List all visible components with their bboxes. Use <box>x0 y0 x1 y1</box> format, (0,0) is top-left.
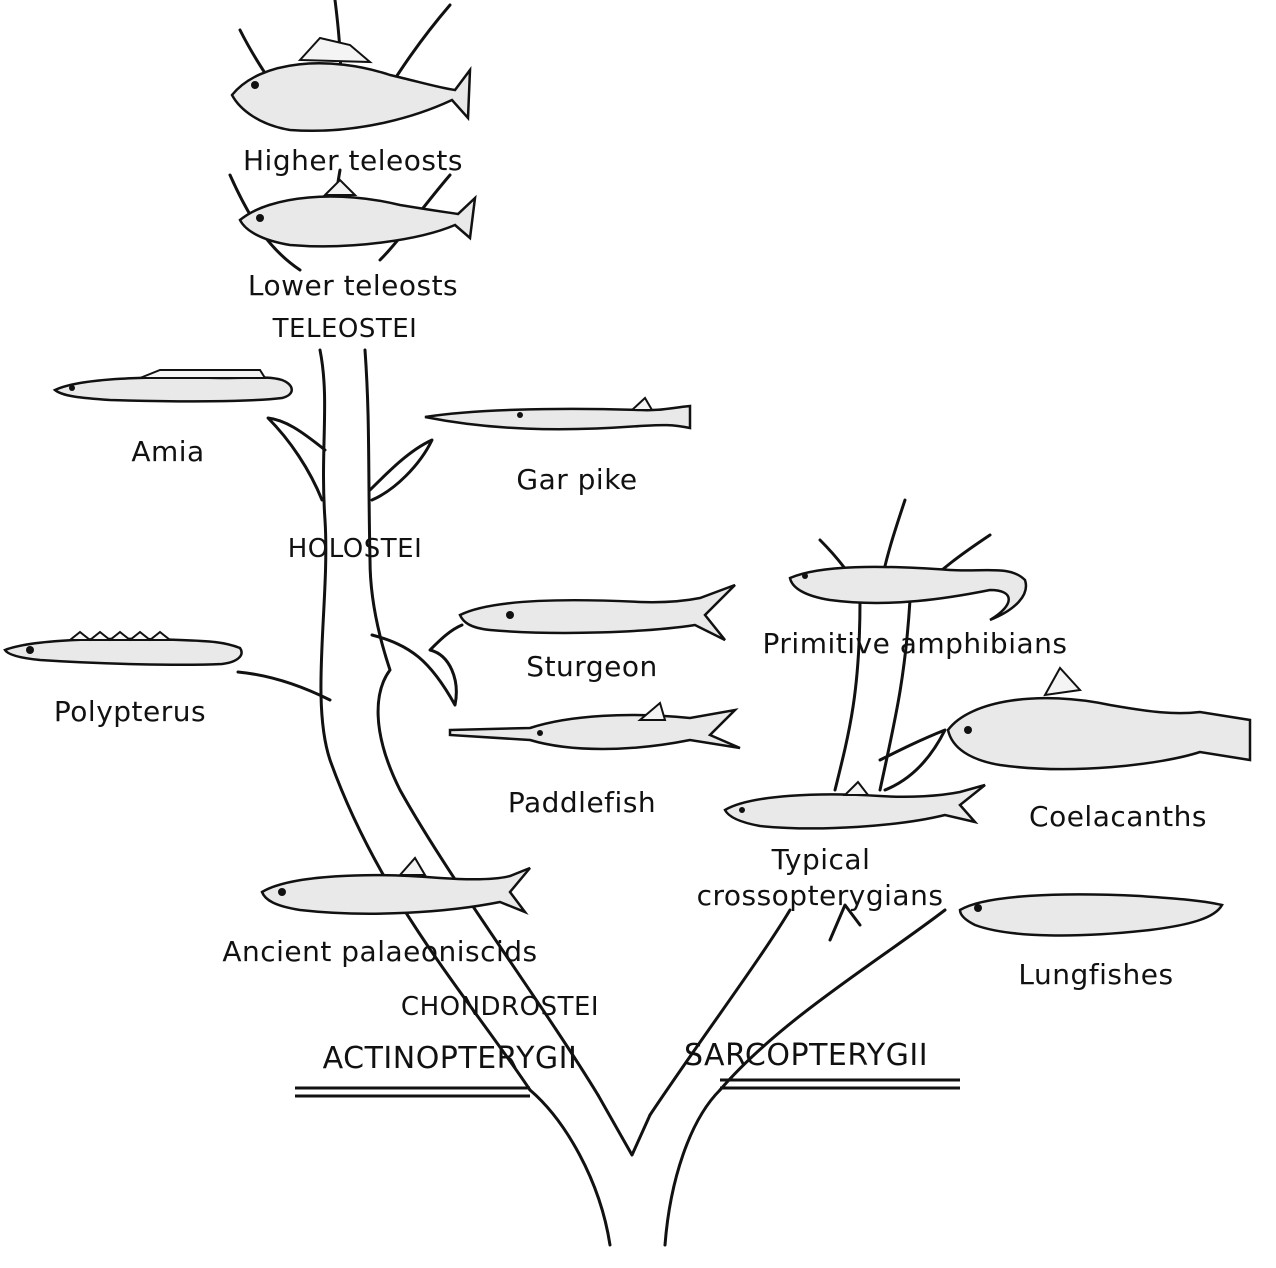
gar-pike-branch <box>368 438 434 502</box>
lower-teleost-fish-icon <box>238 178 477 248</box>
label-gar-pike: Gar pike <box>516 463 638 496</box>
amia-branch <box>266 416 327 502</box>
lungfish-fish-icon <box>958 893 1224 937</box>
label-lungfishes: Lungfishes <box>1018 958 1174 991</box>
label-chondrostei: CHONDROSTEI <box>400 992 600 1022</box>
label-holostei: HOLOSTEI <box>287 534 423 564</box>
sarcopterygii-inner-trunk <box>718 908 947 1092</box>
lungfish-branch <box>828 903 862 942</box>
sturgeon-branch <box>370 623 464 707</box>
tree-base-right-branch <box>663 1088 722 1247</box>
label-teleostei: TELEOSTEI <box>272 314 418 344</box>
label-polypterus: Polypterus <box>53 695 207 728</box>
sturgeon-fish-icon <box>458 583 736 642</box>
sarcopterygii-underline <box>720 1078 960 1090</box>
crossopterygian-fish-icon <box>723 780 986 830</box>
amphibian-stem <box>833 598 912 792</box>
label-primitive-amphibians: Primitive amphibians <box>762 627 1068 660</box>
tree-base-left-branch <box>528 1088 612 1247</box>
polypterus-fish-icon <box>3 630 243 667</box>
label-ancient-palaeoniscids: Ancient palaeoniscids <box>222 935 538 968</box>
gar-pike-fish-icon <box>424 396 692 431</box>
polypterus-branch <box>236 670 332 702</box>
label-sarcopterygii: SARCOPTERYGII <box>683 1038 929 1073</box>
label-actinopterygii: ACTINOPTERYGII <box>322 1041 578 1076</box>
higher-teleost-fish-icon <box>230 36 472 132</box>
label-coelacanths: Coelacanths <box>1029 800 1207 833</box>
label-amia: Amia <box>131 435 205 468</box>
label-sturgeon: Sturgeon <box>526 650 658 683</box>
sarcopterygii-outer-trunk <box>648 908 792 1117</box>
tree-base-fork <box>596 1093 652 1157</box>
palaeoniscid-fish-icon <box>260 856 531 915</box>
label-typical: Typical <box>771 843 871 876</box>
label-higher-teleosts: Higher teleosts <box>243 144 463 177</box>
paddlefish-fish-icon <box>448 701 741 751</box>
coelacanth-branch <box>878 728 947 792</box>
label-crossopterygians: crossopterygians <box>696 879 944 912</box>
coelacanth-fish-icon <box>946 666 1252 771</box>
label-paddlefish: Paddlefish <box>507 786 657 819</box>
amphibian-icon <box>788 565 1028 622</box>
actinopterygii-underline <box>295 1086 530 1098</box>
amia-fish-icon <box>52 369 293 403</box>
actinopterygii-inner-trunk <box>363 348 600 1097</box>
label-lower-teleosts: Lower teleosts <box>247 269 459 302</box>
actinopterygii-outer-trunk <box>318 348 532 1092</box>
